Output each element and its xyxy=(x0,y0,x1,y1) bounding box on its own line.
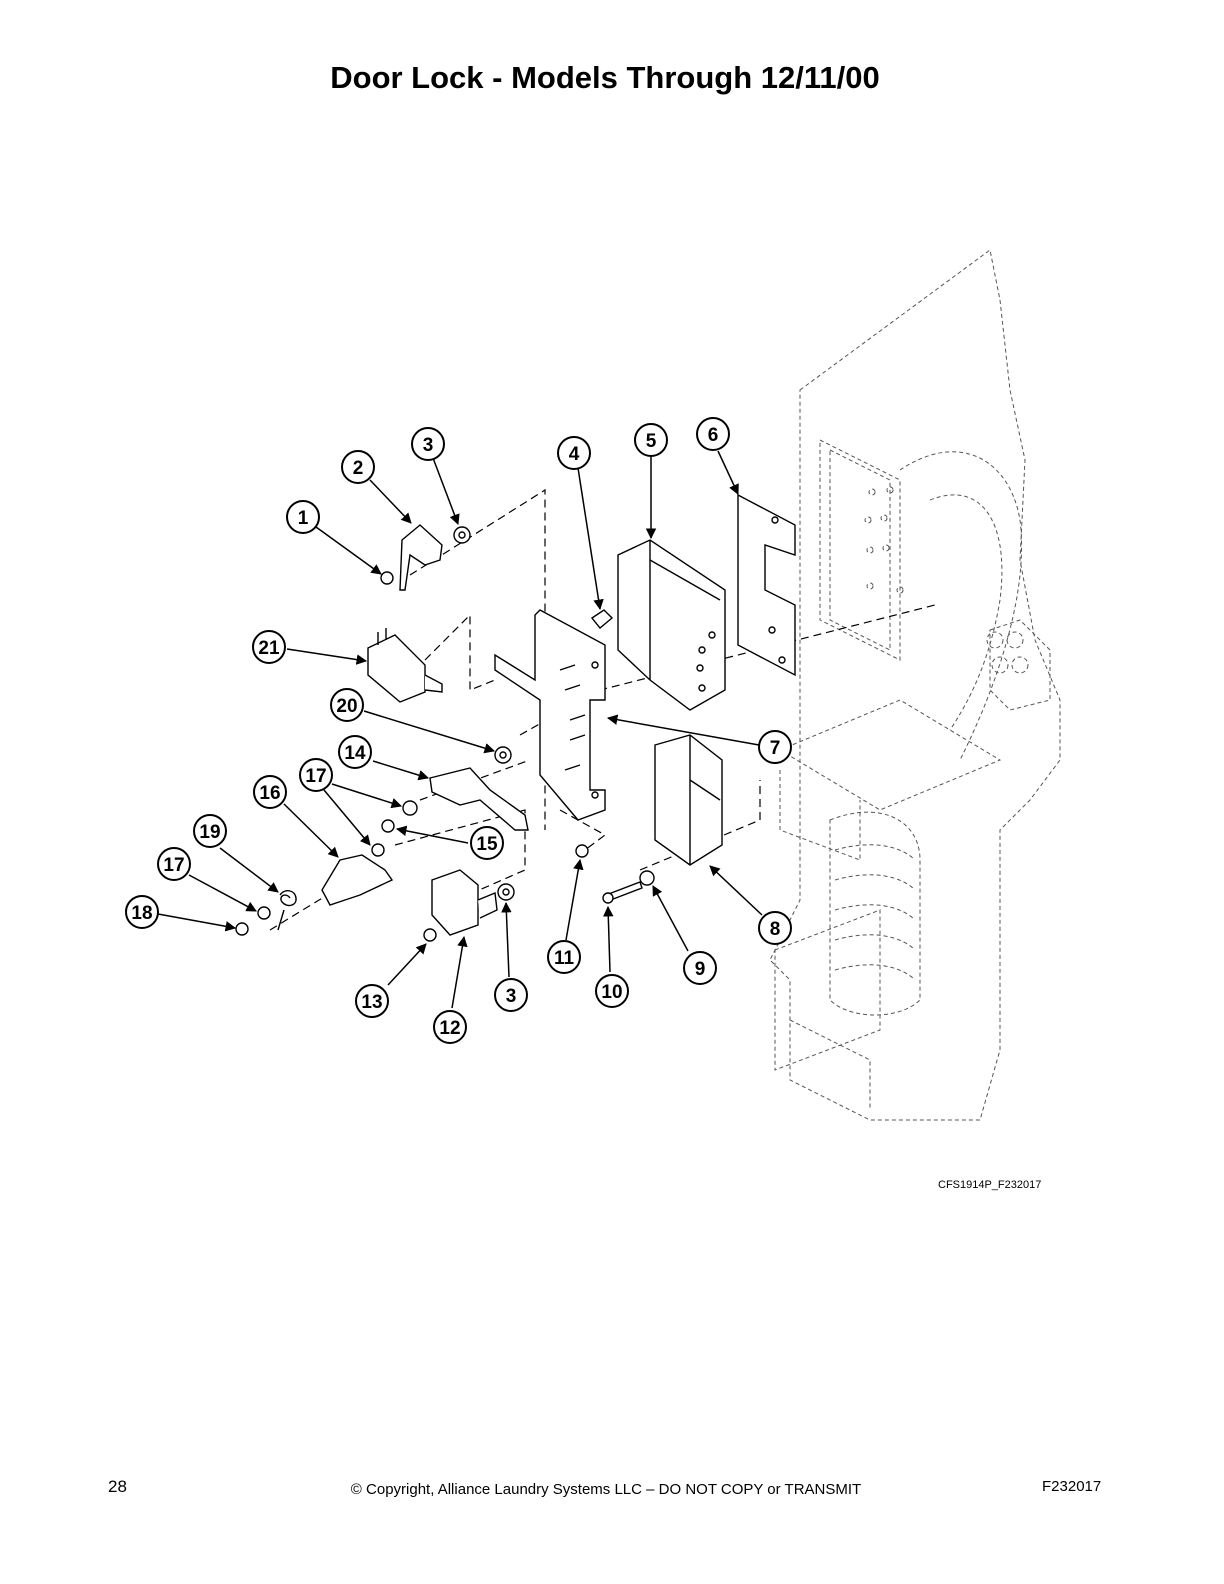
part-17-washer xyxy=(371,843,385,857)
callout-circle xyxy=(557,436,591,470)
callout-circle xyxy=(125,895,159,929)
callout-label: 1 xyxy=(298,508,309,529)
callout-label: 2 xyxy=(353,458,364,479)
callout-circle xyxy=(286,500,320,534)
callout-label: 8 xyxy=(770,919,781,940)
callout-label: 15 xyxy=(476,834,498,855)
callout-label: 5 xyxy=(646,431,657,452)
parts xyxy=(235,493,796,942)
callout-label: 3 xyxy=(423,435,434,456)
callout-label: 20 xyxy=(336,696,357,717)
callout-circle xyxy=(547,940,581,974)
callout-circle xyxy=(634,423,668,457)
callout-label: 7 xyxy=(770,738,781,759)
callout-circle xyxy=(411,427,445,461)
part-5-cover-box xyxy=(617,539,726,711)
callout-label: 3 xyxy=(506,986,517,1007)
part-16-latch xyxy=(321,854,394,906)
figure-code: CFS1914P_F232017 xyxy=(938,1179,1042,1191)
part-11-nut xyxy=(575,844,589,858)
callout-label: 13 xyxy=(361,992,382,1013)
callout-circle xyxy=(193,814,227,848)
part-17-washer xyxy=(402,800,418,816)
callout-label: 17 xyxy=(163,855,184,876)
part-8-block xyxy=(654,734,723,866)
part-2-bracket xyxy=(399,524,443,591)
callout-label: 17 xyxy=(305,766,326,787)
part-9-lock-washer xyxy=(639,870,655,886)
callout-circle xyxy=(433,1010,467,1044)
callout-circle xyxy=(330,688,364,722)
callout-circle xyxy=(470,826,504,860)
callout-circle xyxy=(355,984,389,1018)
callout-label: 16 xyxy=(259,783,280,804)
callout-circle xyxy=(341,450,375,484)
document-code: F232017 xyxy=(1042,1478,1102,1495)
callout-label: 12 xyxy=(439,1018,460,1039)
callout-circle xyxy=(253,775,287,809)
callout-label: 10 xyxy=(601,982,622,1003)
part-15-washer xyxy=(381,819,395,833)
part-7-main-bracket xyxy=(494,609,606,821)
callout-label: 9 xyxy=(695,959,706,980)
machine-body-outline xyxy=(769,249,1061,1121)
callout-circle xyxy=(494,978,528,1012)
part-18-nut xyxy=(235,922,249,936)
callout-circle xyxy=(338,735,372,769)
callout-circle xyxy=(299,758,333,792)
callout-circle xyxy=(595,974,629,1008)
callout-circle xyxy=(758,911,792,945)
callout-label: 14 xyxy=(344,743,366,764)
callout-circle xyxy=(758,730,792,764)
page-title: Door Lock - Models Through 12/11/00 xyxy=(330,60,880,95)
callout-label: 21 xyxy=(258,638,280,659)
part-1-nut xyxy=(380,571,394,585)
callout-label: 19 xyxy=(199,822,220,843)
part-17-washer xyxy=(257,906,271,920)
callout-label: 4 xyxy=(569,444,580,465)
callout-circle xyxy=(157,847,191,881)
callout-label: 18 xyxy=(131,903,152,924)
callout-label: 11 xyxy=(554,948,575,969)
callout-circle xyxy=(696,417,730,451)
part-13-nut xyxy=(423,928,437,942)
callout-circle xyxy=(252,630,286,664)
callout-label: 6 xyxy=(708,425,719,446)
part-6-plate xyxy=(737,493,796,677)
part-21-solenoid xyxy=(367,634,426,703)
part-4-screw xyxy=(590,609,614,629)
part-19-spring xyxy=(279,890,297,907)
part-14-lever xyxy=(429,767,529,831)
part-12-switch xyxy=(431,869,479,936)
leader-lines xyxy=(157,450,763,1009)
page-number: 28 xyxy=(108,1477,127,1496)
callout-circle xyxy=(683,951,717,985)
copyright-notice: © Copyright, Alliance Laundry Systems LL… xyxy=(350,1481,862,1498)
